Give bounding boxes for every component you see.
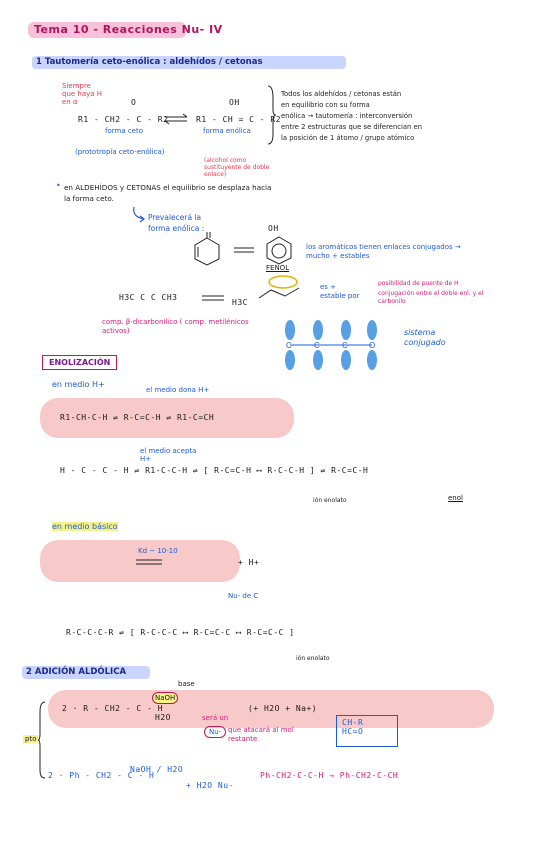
- section1-highlight: [32, 56, 346, 69]
- base-label: base: [178, 680, 195, 688]
- aldol-row-1: 2 · R - CH2 - C - H: [62, 704, 164, 713]
- pto-label: pto: [23, 735, 39, 743]
- brace-line-4: entre 2 estructuras que se diferencian e…: [281, 123, 422, 131]
- brace-line-5: la posición de 1 átomo / grupo atómico: [281, 134, 415, 142]
- aromatic-note: los aromáticos tienen enlaces conjugados…: [306, 243, 461, 260]
- basic-medium: en medio básico: [52, 522, 118, 531]
- cyclohexadienone: [194, 232, 220, 266]
- equilibrium-arrow-3: [202, 295, 224, 301]
- aldol-row-2-plus: + H2O Nu-: [186, 781, 234, 790]
- aldol-row-1-mid: (+ H2O + Na+): [248, 704, 318, 713]
- ion-enolato-label-2: ión enolato: [296, 655, 330, 662]
- enol-label: enol: [448, 494, 463, 502]
- base-row: H - C - C - H ⇌ R1-C-C-H ⇌ [ R-C=C-H ⟷ R…: [60, 466, 369, 475]
- equilibrium-arrow-1: [164, 113, 188, 125]
- fenol-label: FENOL: [266, 264, 290, 272]
- prevalece-text: Prevalecerá la forma enólica :: [148, 213, 205, 233]
- acid-mechanism-band: [40, 398, 294, 438]
- section2-heading: 2 ADICIÓN ALDÓLICA: [26, 667, 127, 677]
- section1-heading: 1 Tautomería ceto-enólica : aldehídos / …: [36, 57, 263, 67]
- dicarbonyl-note: comp. β-dicarbonílico ( comp. metilénico…: [102, 318, 249, 335]
- section2-highlight: [22, 666, 150, 679]
- label-enol: forma enólica: [203, 127, 251, 135]
- enolizacion-heading: ENOLIZACIÓN: [42, 355, 118, 370]
- acid-medium: en medio H+: [52, 380, 105, 389]
- aldol-row-2-products: Ph-CH2-C-C-H → Ph-CH2-C-CH: [260, 771, 399, 780]
- que-atacara: que atacará al mol restante: [228, 726, 294, 743]
- brace-text: Todos los aldehídos / cetonas están en e…: [281, 89, 422, 144]
- page-title: Tema 10 - Reacciones Nu- IV: [34, 23, 223, 36]
- equilibrium-arrow-2: [234, 247, 254, 253]
- enolate-row: R-C-C-C-R ⇌ [ R-C-C-C ⟷ R-C=C-C ⟷ R-C=C-…: [66, 628, 295, 637]
- enol-ring-sketch: [258, 275, 300, 299]
- h-plus: + H+: [238, 558, 260, 567]
- svg-text:O: O: [369, 341, 375, 350]
- left-brace-2: [37, 701, 46, 779]
- alcohol-note: (alcohol como sustituyente de doble enla…: [204, 157, 270, 178]
- bullet-dot: •: [56, 181, 61, 190]
- sistema-conjugado: sistema conjugado: [404, 328, 446, 347]
- svg-text:C: C: [314, 341, 320, 350]
- basic-band: [40, 540, 240, 582]
- curved-arrow-prevalece: [133, 206, 145, 223]
- label-ceto: forma ceto: [105, 127, 144, 135]
- kd-value: Kd ~ 10-10: [138, 547, 178, 555]
- h2o-label: H2O: [155, 713, 171, 722]
- o-label: O: [131, 98, 137, 107]
- ion-enolato-label: ión enolato: [313, 497, 347, 504]
- dicarbonyl-right: H3C: [232, 298, 248, 307]
- acid-note: el medio dona H+: [146, 386, 210, 394]
- aldol-row-2: 2 · Ph - CH2 - C - H: [48, 771, 155, 780]
- siempre-note: Siempre que haya H en α: [62, 82, 103, 106]
- brace: [267, 85, 277, 145]
- basic-medium-wrap: en medio básico: [52, 522, 118, 531]
- prototropia: (prototropía ceto-enólica): [75, 148, 165, 156]
- p-orbitals-sketch: C C C O: [285, 320, 377, 370]
- nu-de-c: Nu- de C: [228, 592, 259, 600]
- nu-circle: Nu-: [204, 726, 227, 738]
- posib-note: posibilidad de puente de H: [378, 280, 459, 287]
- svg-text:C: C: [286, 341, 292, 350]
- oh-label: OH: [229, 98, 240, 107]
- phenol-oh: OH: [268, 224, 279, 233]
- dicarbonyl-left: H3C C C CH3: [119, 293, 178, 302]
- sera-un: será un: [202, 714, 229, 722]
- brace-line-1: Todos los aldehídos / cetonas están: [281, 90, 402, 98]
- estable-note: es + estable por: [320, 283, 360, 300]
- bullet-text: en ALDEHÍDOS y CETONAS el equilibrio se …: [64, 183, 272, 203]
- keto-form: R1 - CH2 - C - R2: [78, 115, 169, 124]
- acid-row: R1-CH-C-H ⇌ R-C=C-H ⇌ R1-C=CH: [60, 413, 215, 422]
- brace-line-3: enólica → tautomería : interconversión: [281, 112, 413, 120]
- naoh-label: NaOH: [152, 692, 179, 704]
- basic-equilibrium-arrow: [136, 559, 162, 565]
- conj-note: conjugación entre el doble enl. y el car…: [378, 290, 484, 305]
- aldol-band: [48, 690, 494, 728]
- aldol-row-2-reagent: NaOH / H2O: [130, 765, 184, 774]
- product-box: [336, 715, 398, 747]
- phenol-ring: [266, 236, 292, 265]
- brace-line-2: en equilibrio con su forma: [281, 101, 370, 109]
- title-highlight: [28, 22, 186, 38]
- enol-form: R1 - CH = C - R2: [196, 115, 282, 124]
- base-note: el medio acepta H+: [140, 447, 197, 463]
- svg-text:C: C: [342, 341, 348, 350]
